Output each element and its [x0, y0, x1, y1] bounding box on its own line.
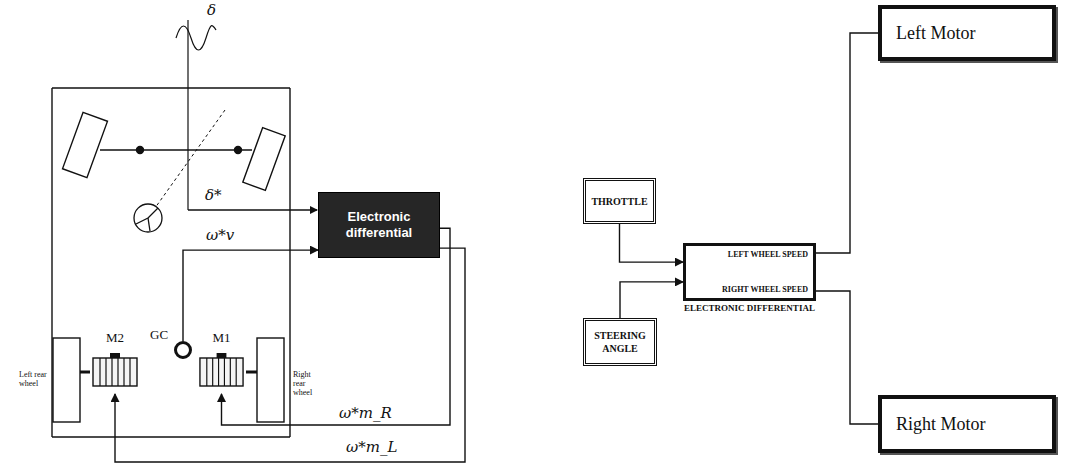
- sensor-circle: GC: [174, 341, 192, 359]
- sensor-label: GC: [150, 327, 168, 343]
- signal-connector: [620, 282, 683, 318]
- signal-connector: [115, 248, 465, 462]
- signal-label: ω*m_L: [345, 438, 398, 456]
- signal-label: ω*v: [205, 226, 235, 244]
- input-box: STEERING ANGLE: [583, 318, 657, 366]
- signal-label: δ*: [204, 186, 223, 204]
- motor-label: M2: [90, 330, 140, 346]
- rear-wheels: [53, 338, 284, 422]
- input-box: THROTTLE: [583, 178, 656, 224]
- box-title: THROTTLE: [588, 195, 650, 208]
- port-label: LEFT WHEEL SPEED: [728, 250, 808, 259]
- steering-signal: [176, 26, 216, 50]
- steering-column: [187, 20, 188, 210]
- motor-drawing: [197, 350, 246, 394]
- box-title: Left Motor: [896, 23, 975, 44]
- signal-label: ω*m_R: [338, 404, 393, 422]
- front-axle: [100, 147, 252, 154]
- part-name: Right rear wheel: [293, 370, 323, 398]
- box-title: STEERING ANGLE: [586, 329, 654, 355]
- motor-symbol: M1: [197, 350, 246, 394]
- box-title: Electronic differential: [319, 209, 439, 240]
- angle-symbol: δ: [206, 1, 217, 19]
- signal-connector: [620, 224, 684, 262]
- box-caption: ELECTRONIC DIFFERENTIAL: [676, 303, 823, 315]
- process-box: LEFT WHEEL SPEEDRIGHT WHEEL SPEEDELECTRO…: [683, 243, 816, 301]
- steering-signal-wire: [188, 209, 317, 210]
- output-box: Left Motor: [878, 5, 1056, 61]
- signal-connector: [183, 250, 318, 341]
- port-label: RIGHT WHEEL SPEED: [722, 285, 808, 294]
- motor-label: M1: [197, 330, 246, 346]
- motor-symbol: M2: [90, 350, 140, 394]
- signal-connector: [816, 291, 878, 424]
- steering-axis: [150, 110, 225, 215]
- controller-box: Electronic differential: [318, 192, 440, 258]
- signal-connector: [816, 33, 878, 253]
- output-box: Right Motor: [878, 395, 1056, 453]
- steering-wheel: [134, 204, 162, 232]
- motor-drawing: [90, 350, 140, 394]
- part-name: Left rear wheel: [19, 370, 50, 388]
- front-wheels: [63, 112, 286, 190]
- chassis-frame: [52, 88, 290, 437]
- box-title: Right Motor: [896, 414, 986, 435]
